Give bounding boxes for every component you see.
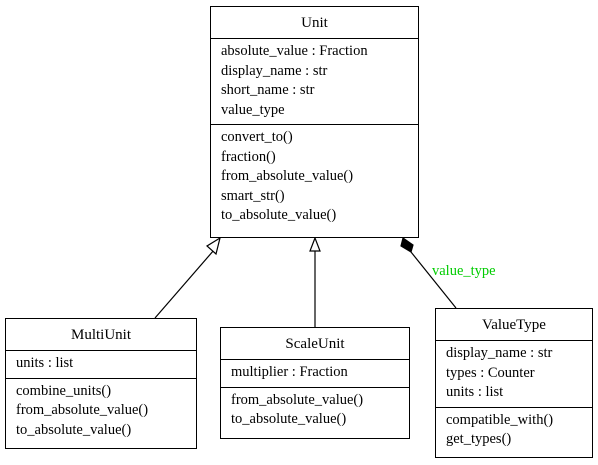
method: from_absolute_value() bbox=[221, 168, 354, 184]
method: convert_to() bbox=[221, 129, 293, 145]
method: compatible_with() bbox=[446, 411, 554, 428]
composition-diamond bbox=[400, 237, 414, 253]
method: smart_str() bbox=[221, 187, 285, 204]
attribute: display_name : str bbox=[221, 62, 328, 79]
class-name: MultiUnit bbox=[6, 319, 196, 351]
attribute: units : list bbox=[16, 355, 74, 371]
method: combine_units() bbox=[16, 382, 112, 399]
class-attributes: units : list bbox=[6, 351, 196, 378]
class-attributes: absolute_value : Fraction display_name :… bbox=[211, 39, 418, 124]
class-methods: from_absolute_value() to_absolute_value(… bbox=[221, 386, 409, 434]
class-name: ValueType bbox=[436, 309, 592, 341]
class-scaleunit[interactable]: ScaleUnit multiplier : Fraction from_abs… bbox=[220, 327, 410, 439]
class-attributes: multiplier : Fraction bbox=[221, 360, 409, 387]
class-name: Unit bbox=[211, 7, 418, 39]
edge-valuetype-unit bbox=[400, 237, 457, 309]
class-methods: combine_units() from_absolute_value() to… bbox=[6, 377, 196, 445]
method: to_absolute_value() bbox=[221, 207, 337, 223]
attribute: value_type bbox=[221, 101, 285, 118]
method: get_types() bbox=[446, 431, 512, 447]
inheritance-arrowhead bbox=[309, 236, 321, 252]
method: from_absolute_value() bbox=[16, 402, 149, 418]
inheritance-arrowhead bbox=[205, 236, 221, 256]
class-attributes: display_name : str types : Counter units… bbox=[436, 341, 592, 407]
edge-multiunit-unit bbox=[154, 236, 221, 319]
method: from_absolute_value() bbox=[231, 391, 364, 408]
attribute: display_name : str bbox=[446, 345, 553, 361]
attribute: types : Counter bbox=[446, 364, 535, 381]
method: to_absolute_value() bbox=[16, 421, 132, 438]
class-unit[interactable]: Unit absolute_value : Fraction display_n… bbox=[210, 6, 419, 238]
edge-scaleunit-unit bbox=[309, 236, 321, 327]
class-multiunit[interactable]: MultiUnit units : list combine_units() f… bbox=[5, 318, 197, 449]
class-valuetype[interactable]: ValueType display_name : str types : Cou… bbox=[435, 308, 593, 458]
attribute: units : list bbox=[446, 384, 504, 400]
class-methods: convert_to() fraction() from_absolute_va… bbox=[211, 124, 418, 230]
method: to_absolute_value() bbox=[231, 411, 347, 427]
attribute: short_name : str bbox=[221, 82, 315, 98]
class-methods: compatible_with() get_types() bbox=[436, 406, 592, 454]
attribute: multiplier : Fraction bbox=[231, 364, 348, 380]
attribute: absolute_value : Fraction bbox=[221, 43, 368, 59]
class-name: ScaleUnit bbox=[221, 328, 409, 360]
edge-label-value-type: value_type bbox=[432, 263, 496, 279]
method: fraction() bbox=[221, 148, 276, 165]
